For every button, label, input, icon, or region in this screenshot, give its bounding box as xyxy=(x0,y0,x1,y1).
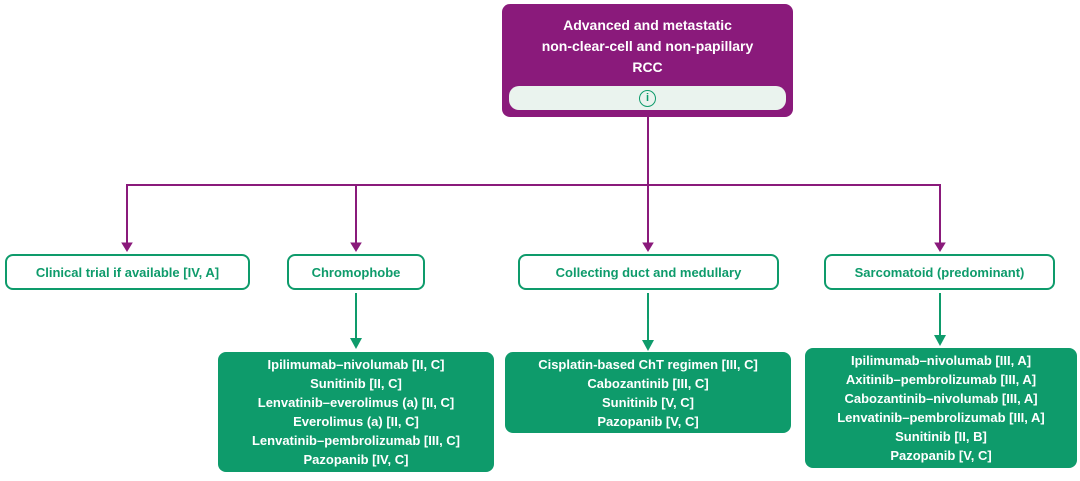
info-icon[interactable]: i xyxy=(639,89,656,107)
treatment-item: Sunitinib [II, B] xyxy=(895,429,987,444)
treatment-item: Sunitinib [V, C] xyxy=(602,394,694,410)
branch-clinical-trial: Clinical trial if available [IV, A] xyxy=(5,254,250,290)
treatment-item: Pazopanib [V, C] xyxy=(597,413,699,429)
purple-connector xyxy=(126,117,941,244)
treatment-item: Ipilimumab–nivolumab [II, C] xyxy=(267,357,445,372)
branch-sarcomatoid: Sarcomatoid (predominant) xyxy=(824,254,1055,290)
treatment-item: Everolimus (a) [II, C] xyxy=(293,414,419,429)
treatment-item: Pazopanib [V, C] xyxy=(890,448,992,463)
green-connector xyxy=(355,293,941,341)
treatment-item: Ipilimumab–nivolumab [III, A] xyxy=(850,353,1032,368)
branch-chromophobe: Chromophobe xyxy=(287,254,425,290)
treatment-item: Cabozantinib [III, C] xyxy=(587,375,709,391)
treatments-collecting-duct-medullary: Cisplatin-based ChT regimen [III, C] Cab… xyxy=(505,352,791,433)
treatment-item: Lenvatinib–pembrolizumab [III, A] xyxy=(837,410,1045,425)
treatment-item: Sunitinib [II, C] xyxy=(310,376,402,391)
root-node-title: Advanced and metastatic non-clear-cell a… xyxy=(541,16,754,75)
treatment-item: Pazopanib [IV, C] xyxy=(303,452,409,467)
treatment-item: Cabozantinib–nivolumab [III, A] xyxy=(844,391,1038,406)
treatment-item: Lenvatinib–pembrolizumab [III, C] xyxy=(251,433,461,448)
info-button[interactable]: i xyxy=(509,86,786,110)
treatments-chromophobe: Ipilimumab–nivolumab [II, C] Sunitinib [… xyxy=(218,352,494,472)
root-node-advanced-metastatic-rcc: Advanced and metastatic non-clear-cell a… xyxy=(502,4,793,117)
branch-collecting-duct-medullary: Collecting duct and medullary xyxy=(518,254,779,290)
treatment-item: Lenvatinib–everolimus (a) [II, C] xyxy=(257,395,455,410)
treatment-item: Cisplatin-based ChT regimen [III, C] xyxy=(538,356,758,372)
treatment-item: Axitinib–pembrolizumab [III, A] xyxy=(845,372,1037,387)
purple-arrowheads xyxy=(121,242,946,252)
treatments-sarcomatoid: Ipilimumab–nivolumab [III, A] Axitinib–p… xyxy=(805,348,1077,468)
